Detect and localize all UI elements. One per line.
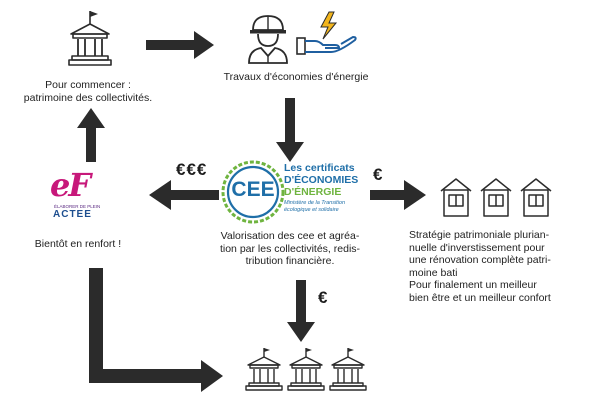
arrow-start-to-works <box>146 31 214 59</box>
cee-title-line1: Les certificats <box>284 162 355 174</box>
strategy-line3: une rénovation complète patri- <box>409 254 551 266</box>
strategy-label: Stratégie patrimoniale plurian- nuelle d… <box>409 229 591 304</box>
cee-label-line1: Valorisation des cee et agréa- <box>220 230 360 242</box>
actee-label: Bientôt en renfort ! <box>34 238 122 250</box>
strategy-line2: nuelle d'inverstissement pour <box>409 241 545 254</box>
cee-title-line2: D'ÉCONOMIES <box>284 174 359 186</box>
cee-label-line3: tribution financière. <box>245 255 335 267</box>
arrow-actee-to-bottom <box>89 268 223 392</box>
strategy-line1: Stratégie patrimoniale plurian- <box>409 229 550 241</box>
strategy-line5: Pour finalement un meilleur <box>409 279 537 291</box>
actee-logo: eF ÉLABORER DE PLEIN ACTEE <box>40 166 124 220</box>
government-buildings-icon <box>245 348 367 391</box>
works-label: Travaux d'économies d'énergie <box>223 71 369 83</box>
arrow-cee-to-strategy <box>370 180 426 210</box>
cee-label: Valorisation des cee et agréa- tion par … <box>192 230 388 268</box>
actee-tagline: ÉLABORER DE PLEIN <box>54 204 101 209</box>
start-label-line1: Pour commencer : <box>45 79 131 91</box>
edge-label-to-bottom: € <box>318 288 329 307</box>
arrow-cee-to-bottom <box>287 280 315 342</box>
cee-label-line2: tion par les collectivités, redis- <box>219 242 361 255</box>
strategy-line4: moine bati <box>409 266 458 279</box>
strategy-line6: bien être et un meilleur confort <box>409 291 551 304</box>
start-label: Pour commencer : patrimoine des collecti… <box>10 79 166 104</box>
cee-ministry-line2: écologique et solidaire <box>284 207 339 213</box>
cee-title-line3: D'ÉNERGIE <box>284 186 342 198</box>
cee-badge-icon <box>221 160 285 224</box>
houses-icon <box>440 178 552 217</box>
start-label-line2: patrimoine des collectivités. <box>23 91 153 104</box>
energy-hand-icon <box>296 11 357 55</box>
actee-mark: eF <box>50 166 91 204</box>
cee-ministry-line1: Ministère de la Transition <box>284 200 346 206</box>
actee-name: ACTEE <box>53 209 92 220</box>
arrow-works-to-cee <box>276 98 304 162</box>
cee-badge-text: CEE <box>231 178 275 201</box>
worker-helmet-icon <box>248 15 288 64</box>
edge-label-to-strategy: € <box>373 165 384 184</box>
edge-label-to-actee: €€€ <box>176 160 208 179</box>
arrow-cee-to-actee <box>149 180 219 210</box>
arrow-actee-to-start <box>77 108 105 162</box>
government-building-icon <box>68 11 112 66</box>
cee-logo: CEE Les certificats D'ÉCONOMIES D'ÉNERGI… <box>220 160 368 224</box>
